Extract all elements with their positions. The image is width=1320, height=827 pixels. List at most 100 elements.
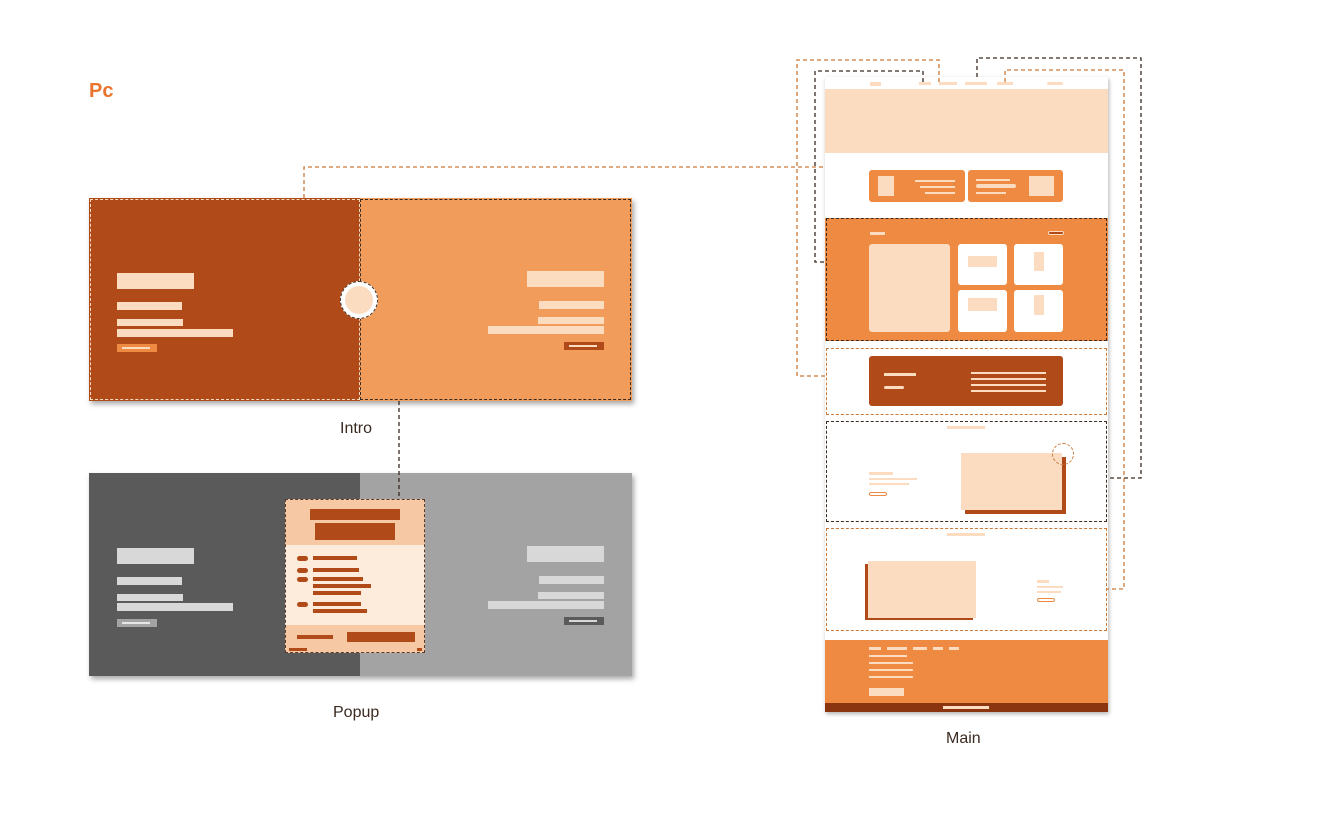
popup-list-bullet: [297, 602, 308, 607]
popup-list-line: [313, 568, 359, 572]
intro-right-line-placeholder: [538, 317, 604, 324]
main-footer-link: [949, 647, 959, 650]
main-caption: Main: [946, 730, 981, 747]
intro-left-line-placeholder: [117, 319, 183, 326]
main-banner-line: [971, 390, 1046, 392]
popup-left-title-placeholder: [117, 548, 194, 564]
main-banner-line: [971, 384, 1046, 386]
main-footer-link: [913, 647, 927, 650]
popup-caption: Popup: [333, 704, 380, 721]
main-card-line: [920, 186, 955, 188]
main-banner: [869, 356, 1063, 406]
main-copyright-line: [943, 706, 989, 709]
main-feature-two-line: [1037, 586, 1063, 588]
main-footer-button: [869, 688, 904, 696]
popup-right-title-placeholder: [527, 546, 604, 562]
popup-right-button-line: [569, 620, 597, 622]
intro-left-outline: [90, 199, 360, 400]
main-banner-line: [971, 372, 1046, 374]
main-nav-dots: [1047, 82, 1063, 85]
popup-right-line-placeholder: [538, 592, 604, 599]
popup-list-bullet: [297, 556, 308, 561]
main-nav-item: [919, 82, 931, 85]
intro-right-button-line: [569, 345, 597, 347]
popup-left-button-line: [122, 622, 150, 624]
popup-footer-line: [297, 635, 333, 639]
popup-left-line-placeholder: [117, 577, 182, 585]
main-footer-line: [869, 662, 913, 664]
main-footer-line: [869, 655, 907, 657]
intro-center-circle-outline: [340, 281, 378, 319]
intro-right-half: [360, 198, 632, 401]
intro-left-half: [89, 198, 360, 401]
main-footer: [825, 640, 1108, 703]
intro-left-line-placeholder: [117, 302, 182, 310]
main-card-line: [976, 179, 1010, 181]
intro-left-button-line: [122, 347, 150, 349]
page-heading: Pc: [89, 80, 114, 102]
main-footer-link: [869, 647, 881, 650]
main-feature-two-heading: [1037, 580, 1049, 583]
main-banner-title: [884, 373, 916, 376]
main-feature-one-title: [947, 426, 985, 429]
main-feature-one-line: [869, 483, 909, 485]
popup-right-line-placeholder: [539, 576, 604, 584]
popup-list-line: [313, 556, 357, 560]
popup-list-line: [313, 609, 367, 613]
main-feature-two-line: [1037, 591, 1061, 593]
main-wireframe: [825, 77, 1108, 712]
main-banner-line: [971, 378, 1046, 380]
intro-right-title-placeholder: [527, 271, 604, 287]
popup-dialog-subtitle-bar: [315, 523, 395, 540]
main-card-pill: [976, 184, 1016, 188]
popup-dialog: [285, 499, 425, 653]
main-feature-one-button: [869, 492, 887, 496]
popup-list-line: [313, 584, 371, 588]
main-footer-line: [869, 676, 913, 678]
popup-left-line-placeholder: [117, 603, 233, 611]
main-nav-item: [965, 82, 987, 85]
main-feature-two-image: [868, 561, 976, 618]
intro-caption: Intro: [340, 420, 373, 437]
popup-dialog-outline: [285, 499, 425, 653]
main-banner-button: [884, 386, 904, 389]
main-gallery-outline: [826, 218, 1107, 341]
main-feature-one-badge: [1052, 443, 1074, 465]
main-card-image: [1029, 176, 1054, 196]
intro-left-title-placeholder: [117, 273, 194, 289]
main-feature-one-heading: [869, 472, 893, 475]
popup-list-line: [313, 602, 361, 606]
popup-wireframe: [89, 473, 632, 676]
popup-list-bullet: [297, 568, 308, 573]
main-footer-link: [887, 647, 907, 650]
popup-footer-button: [347, 632, 415, 642]
main-feature-two-button: [1037, 598, 1055, 602]
popup-list-bullet: [297, 577, 308, 582]
intro-right-outline: [360, 199, 631, 400]
popup-dialog-title-bar: [310, 509, 400, 520]
main-footer-link: [933, 647, 943, 650]
main-feature-two-title: [947, 533, 985, 536]
intro-left-line-placeholder: [117, 329, 233, 337]
main-card-line: [915, 180, 955, 182]
popup-footer-mark: [289, 648, 307, 651]
popup-right-line-placeholder: [488, 601, 604, 609]
main-nav-logo: [870, 82, 881, 86]
main-card-line: [976, 192, 1006, 194]
intro-right-line-placeholder: [488, 326, 604, 334]
main-nav-item: [939, 82, 957, 85]
main-feature-one-line: [869, 478, 917, 480]
popup-footer-mark: [417, 648, 422, 651]
popup-list-line: [313, 577, 363, 581]
main-footer-line: [869, 669, 913, 671]
intro-right-line-placeholder: [539, 301, 604, 309]
popup-left-line-placeholder: [117, 594, 183, 601]
main-hero: [825, 89, 1108, 153]
main-card-image: [878, 176, 894, 196]
popup-list-line: [313, 591, 361, 595]
connector-intro-to-main: [303, 166, 825, 198]
main-feature-one-image: [961, 453, 1062, 510]
intro-wireframe: [89, 198, 632, 401]
main-card-line: [925, 192, 955, 194]
